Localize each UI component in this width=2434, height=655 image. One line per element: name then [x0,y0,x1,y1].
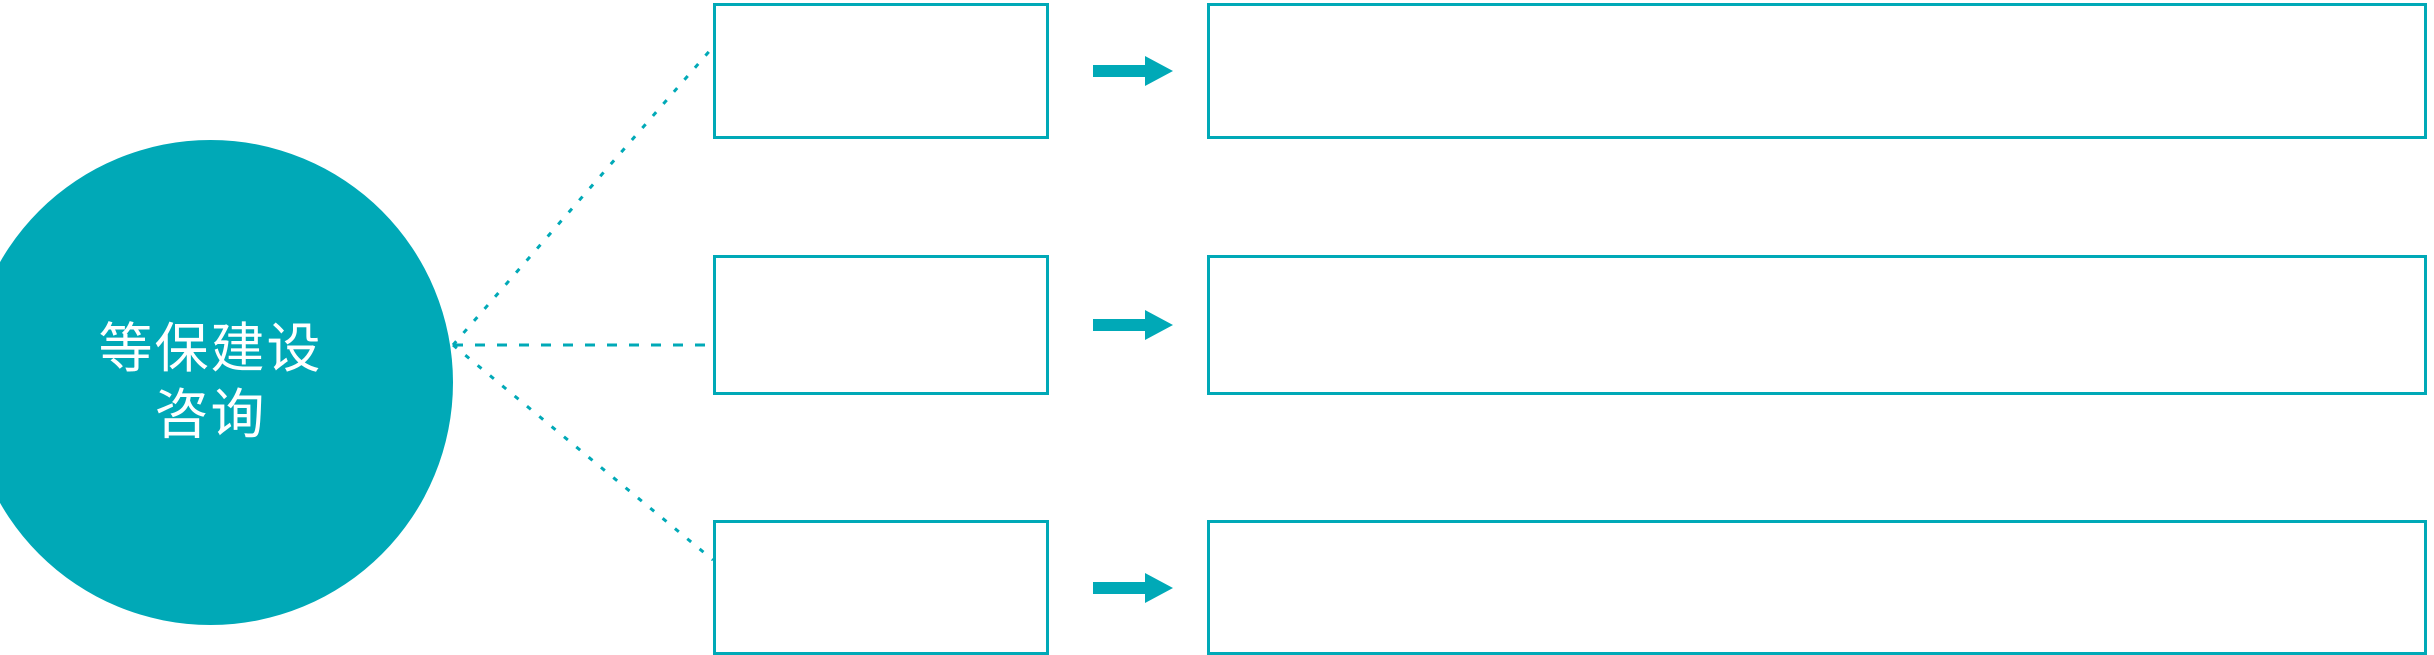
stage-box-1[interactable] [713,3,1049,139]
detail-box-3[interactable] [1207,520,2427,655]
detail-box-2[interactable] [1207,255,2427,395]
connector-line-top [451,46,715,346]
connector-line-bottom [452,343,714,562]
stage-box-2[interactable] [713,255,1049,395]
stage-box-3[interactable] [713,520,1049,655]
diagram-row [713,3,2427,139]
detail-box-1[interactable] [1207,3,2427,139]
hub-label-line-2: 咨询 [154,384,267,445]
diagram-row [713,255,2427,395]
hub-label-line-1: 等保建设 [98,318,323,379]
arrow-right-icon [1093,572,1173,603]
arrow-right-icon [1093,310,1173,340]
hub-circle[interactable]: 等保建设 咨询 [0,140,453,625]
diagram-row [713,520,2427,655]
arrow-right-icon [1093,56,1173,86]
